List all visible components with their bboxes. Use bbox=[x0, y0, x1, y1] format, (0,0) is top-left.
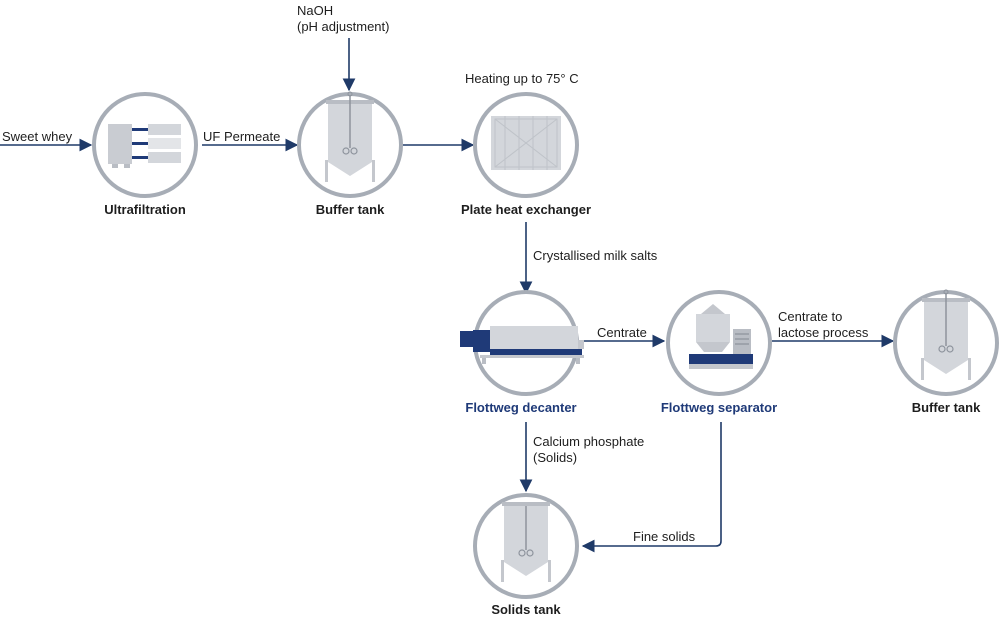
plate-heat-exchanger-icon bbox=[491, 116, 561, 170]
decanter-centrifuge-icon bbox=[460, 326, 584, 364]
node-buffer-tank-1[interactable] bbox=[297, 91, 403, 198]
node-solids-tank[interactable] bbox=[473, 493, 579, 599]
uf-permeate-label: UF Permeate bbox=[203, 129, 280, 144]
node-separator[interactable] bbox=[666, 290, 772, 396]
fine-solids-label: Fine solids bbox=[633, 529, 696, 544]
buffer-tank-2-title: Buffer tank bbox=[912, 400, 981, 415]
buffer-tank-1-title: Buffer tank bbox=[316, 202, 385, 217]
tank-with-agitator-icon bbox=[921, 289, 971, 380]
ultrafiltration-icon bbox=[108, 124, 181, 168]
plate-heat-exchanger-title: Plate heat exchanger bbox=[461, 202, 591, 217]
flow-lines bbox=[0, 38, 895, 553]
centrate-to-lactose-label: Centrate to bbox=[778, 309, 842, 324]
decanter-title: Flottweg decanter bbox=[465, 400, 576, 415]
fine-solids-line bbox=[581, 422, 722, 553]
node-buffer-tank-2[interactable] bbox=[893, 289, 999, 396]
solids-label: (Solids) bbox=[533, 450, 577, 465]
tank-with-agitator-icon bbox=[325, 91, 375, 182]
node-decanter[interactable] bbox=[460, 290, 584, 396]
solids-tank-title: Solids tank bbox=[491, 602, 561, 617]
centrate-label: Centrate bbox=[597, 325, 647, 340]
heating-label: Heating up to 75° C bbox=[465, 71, 579, 86]
separator-title: Flottweg separator bbox=[661, 400, 777, 415]
naoh-subtitle-label: (pH adjustment) bbox=[297, 19, 389, 34]
sweet-whey-label: Sweet whey bbox=[2, 129, 73, 144]
open-tank-with-agitator-icon bbox=[501, 502, 551, 582]
node-ultrafiltration[interactable] bbox=[92, 92, 198, 198]
lactose-process-label: lactose process bbox=[778, 325, 869, 340]
calcium-phosphate-label: Calcium phosphate bbox=[533, 434, 644, 449]
crystallised-salts-label: Crystallised milk salts bbox=[533, 248, 658, 263]
ultrafiltration-title: Ultrafiltration bbox=[104, 202, 186, 217]
naoh-label: NaOH bbox=[297, 3, 333, 18]
node-plate-heat-exchanger[interactable] bbox=[473, 92, 579, 198]
disc-separator-icon bbox=[689, 304, 753, 369]
